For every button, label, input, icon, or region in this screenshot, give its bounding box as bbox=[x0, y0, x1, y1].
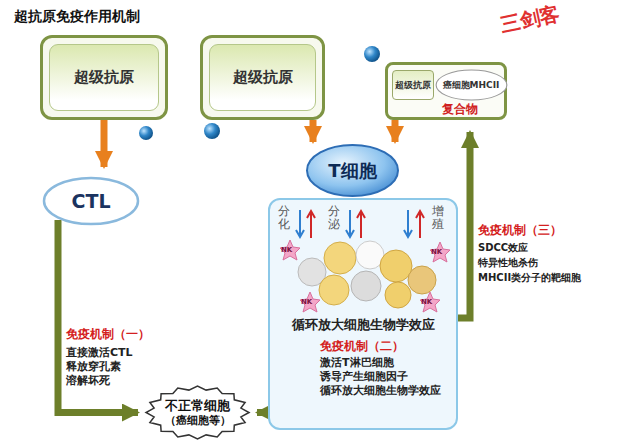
stamp-text: 三剑客 bbox=[498, 0, 562, 39]
mechanism-title: 免疫机制（二） bbox=[320, 338, 404, 355]
mechanism-note: 直接激活CTL bbox=[66, 345, 133, 360]
mechanism-note: 诱导产生细胞因子 bbox=[320, 369, 408, 384]
node-text: 癌细胞MHCII bbox=[443, 80, 500, 90]
antigen-inner-panel: 超级抗原 bbox=[209, 44, 316, 111]
mechanism-note: 激活T淋巴细胞 bbox=[320, 355, 394, 370]
cell-tag: NK bbox=[301, 298, 312, 306]
node-text: 循环放大细胞生物学效应 bbox=[270, 316, 456, 334]
process-label: 增殖 bbox=[432, 205, 444, 231]
node-text: 复合物 bbox=[388, 101, 478, 118]
mechanism-note: MHCII类分子的靶细胞 bbox=[478, 271, 581, 285]
process-label: 分化 bbox=[278, 205, 290, 231]
flow-arrow bbox=[58, 220, 138, 413]
node-text: T细胞 bbox=[328, 159, 376, 183]
node-text: CTL bbox=[71, 190, 110, 212]
flow-arrow bbox=[310, 120, 317, 142]
cell-tag: NK bbox=[281, 246, 292, 254]
abnormal-cell-burst: 不正常细胞（癌细胞等） bbox=[145, 385, 250, 440]
mechanism-note: SDCC效应 bbox=[478, 241, 528, 255]
antigen-sphere bbox=[364, 46, 380, 62]
mechanism-note: 释放穿孔素 bbox=[66, 359, 121, 374]
mechanism-note: 溶解坏死 bbox=[66, 373, 110, 388]
antigen-box: 超级抗原 bbox=[200, 35, 325, 120]
node-text: 超级抗原 bbox=[74, 68, 134, 87]
mechanism-note: 循环放大细胞生物学效应 bbox=[320, 383, 441, 398]
node-text: 超级抗原 bbox=[233, 68, 293, 87]
node-text: 超级抗原 bbox=[395, 80, 431, 90]
complex-box: 复合物 超级抗原 癌细胞MHCII bbox=[385, 62, 507, 120]
node-text: （癌细胞等） bbox=[165, 414, 231, 428]
antigen-small-box: 超级抗原 bbox=[392, 70, 434, 100]
t-cell-ellipse: T细胞 bbox=[305, 143, 400, 198]
mechanism-title: 免疫机制（一） bbox=[66, 326, 150, 343]
flow-arrow bbox=[392, 120, 399, 142]
flow-arrow bbox=[257, 409, 268, 416]
diagram-title: 超抗原免疫作用机制 bbox=[14, 8, 140, 26]
flow-arrow bbox=[458, 132, 470, 318]
cancer-cell-cloud: 癌细胞MHCII bbox=[435, 69, 508, 101]
process-label: 分泌 bbox=[328, 205, 340, 231]
cell-tag: NK bbox=[431, 248, 442, 256]
antigen-inner-panel: 超级抗原 bbox=[49, 44, 159, 111]
flow-arrow bbox=[101, 120, 108, 167]
ctl-cloud: CTL bbox=[42, 176, 140, 226]
cell-tag: NK bbox=[421, 298, 432, 306]
antigen-sphere bbox=[204, 123, 220, 139]
mechanism-title: 免疫机制（三） bbox=[478, 222, 562, 239]
node-text: 不正常细胞 bbox=[165, 398, 230, 414]
antigen-box: 超级抗原 bbox=[40, 35, 168, 120]
mechanism-note: 特异性地杀伤 bbox=[478, 256, 538, 270]
antigen-sphere bbox=[139, 126, 153, 140]
